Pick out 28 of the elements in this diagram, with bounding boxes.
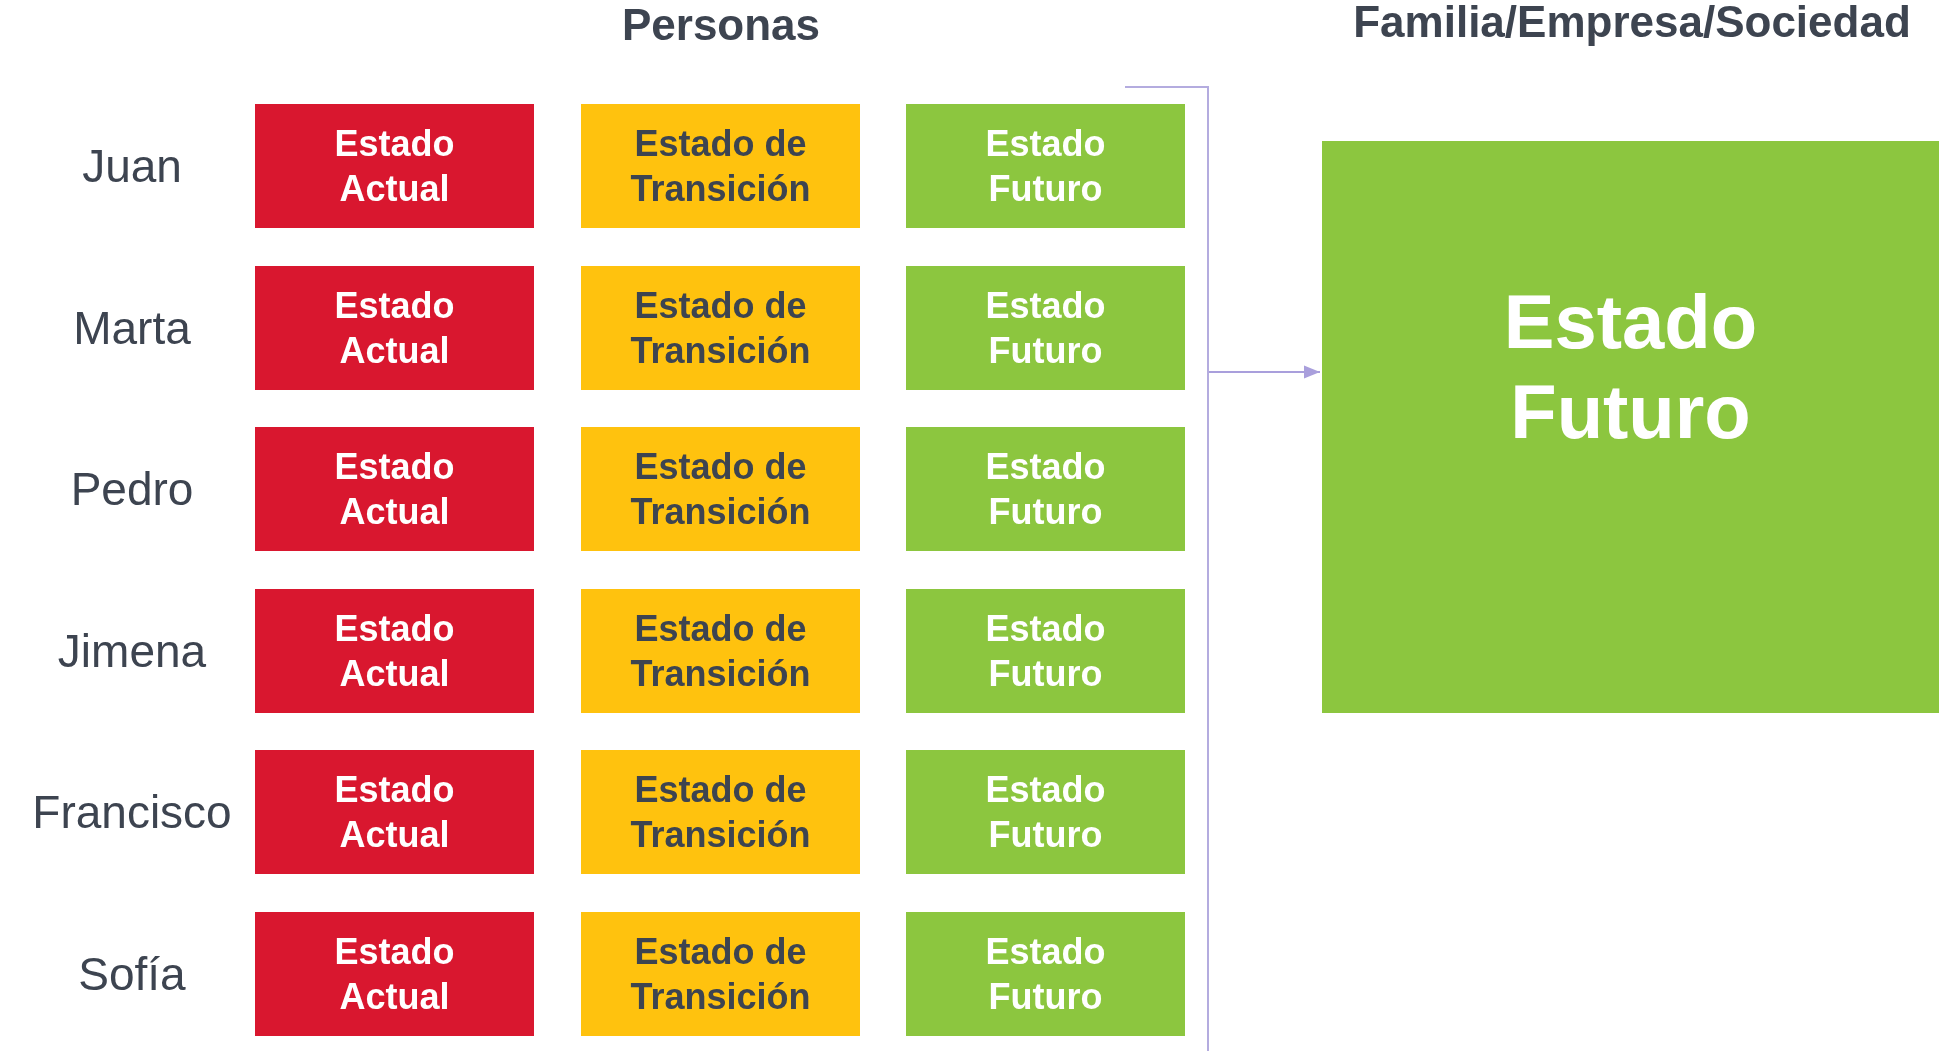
- state-card: Estado Futuro: [1322, 141, 1939, 713]
- person-name: Sofía: [78, 947, 186, 1001]
- state-card: Estado de Transición: [581, 750, 860, 875]
- state-card: Estado Futuro: [906, 104, 1185, 228]
- person-name: Juan: [82, 139, 182, 193]
- state-card: Estado Futuro: [906, 912, 1185, 1036]
- state-card: Estado de Transición: [581, 265, 860, 390]
- person-name: Jimena: [57, 623, 207, 678]
- state-card: Estado Actual: [255, 588, 534, 713]
- person-name: Pedro: [70, 462, 194, 517]
- state-card: Estado de Transición: [581, 104, 860, 228]
- state-card: Estado Futuro: [906, 750, 1185, 875]
- state-card: Estado Actual: [255, 104, 534, 228]
- state-card: Estado Actual: [255, 265, 534, 390]
- state-card: Estado Futuro: [906, 427, 1185, 552]
- column-heading: Personas: [621, 0, 821, 50]
- state-card: Estado Actual: [255, 750, 534, 875]
- state-card: Estado Actual: [255, 912, 534, 1036]
- column-heading: Familia/Empresa/Sociedad: [1353, 0, 1911, 47]
- state-card: Estado de Transición: [581, 427, 860, 552]
- state-card: Estado de Transición: [581, 912, 860, 1036]
- state-card: Estado Futuro: [906, 588, 1185, 713]
- state-card: Estado Actual: [255, 427, 534, 552]
- arrow: [1208, 365, 1321, 379]
- person-name: Marta: [73, 300, 191, 355]
- state-card: Estado de Transición: [581, 588, 860, 713]
- state-card: Estado Futuro: [906, 265, 1185, 390]
- person-name: Francisco: [32, 785, 232, 840]
